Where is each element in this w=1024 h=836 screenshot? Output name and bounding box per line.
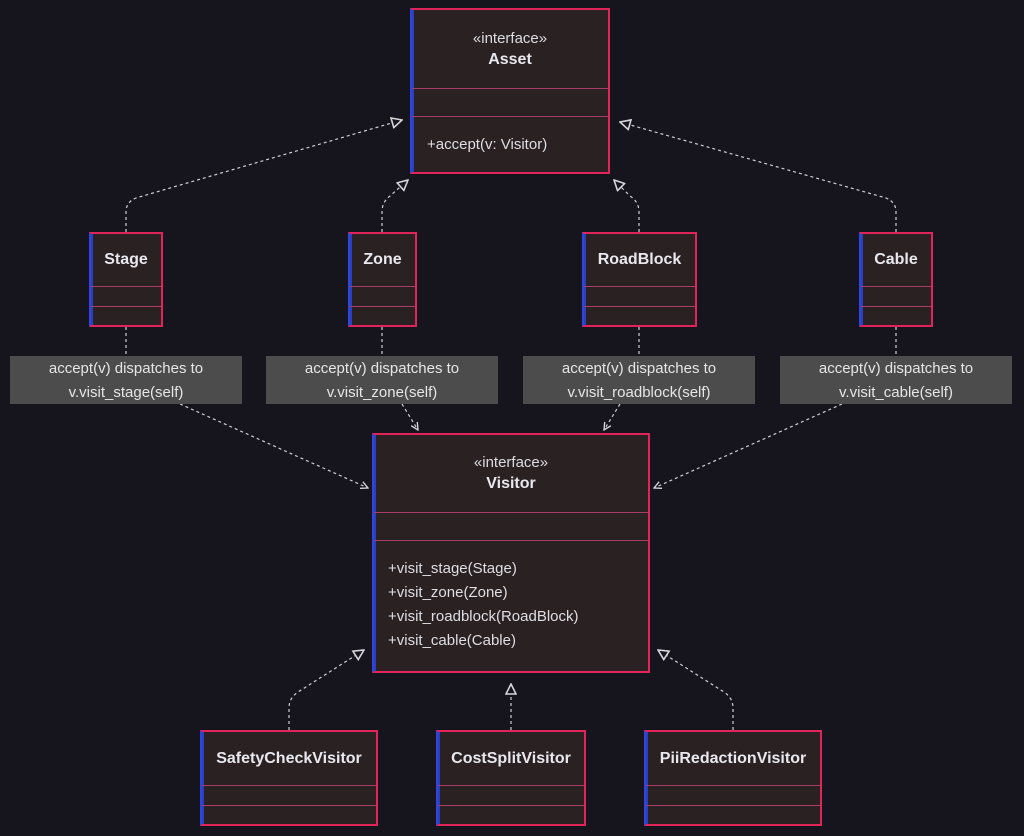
visitor-method: +visit_zone(Zone) [388,584,508,601]
asset-method: +accept(v: Visitor) [427,136,548,153]
cable-methods-section [861,306,931,325]
note-cable-line1: accept(v) dispatches to [818,360,974,377]
visitor-method: +visit_stage(Stage) [388,560,517,577]
stage-methods-section [91,306,161,325]
edge-roadblock-note-visitor [604,403,621,430]
cost-title: CostSplitVisitor [451,749,571,767]
zone-name-section: Zone [350,234,415,286]
note-cable-line2: v.visit_cable(self) [839,384,953,401]
edge-stage-note-visitor [179,403,368,488]
zone-methods-section [350,306,415,325]
cable-title: Cable [874,251,918,268]
asset-name-section: «interface» Asset [412,10,608,88]
class-pii-redaction-visitor[interactable]: PiiRedactionVisitor [644,730,822,826]
safety-attributes-section [202,785,376,805]
visitor-methods-section: +visit_stage(Stage) +visit_zone(Zone) +v… [374,540,648,653]
edge-safety-realizes-visitor [288,650,364,730]
note-zone[interactable]: accept(v) dispatches to v.visit_zone(sel… [266,356,498,404]
note-stage-line2: v.visit_stage(self) [68,384,184,401]
note-roadblock[interactable]: accept(v) dispatches to v.visit_roadbloc… [523,356,755,404]
pii-methods-section [646,805,820,824]
visitor-method: +visit_roadblock(RoadBlock) [388,608,579,625]
safety-name-section: SafetyCheckVisitor [202,732,376,785]
class-cable[interactable]: Cable [859,232,933,327]
edge-zone-realizes-asset [381,180,408,232]
roadblock-attributes-section [584,286,695,306]
class-zone[interactable]: Zone [348,232,417,327]
note-roadblock-line1: accept(v) dispatches to [561,360,717,377]
pii-name-section: PiiRedactionVisitor [646,732,820,785]
zone-attributes-section [350,286,415,306]
visitor-stereotype: «interface» [473,454,549,471]
roadblock-methods-section [584,306,695,325]
class-safety-check-visitor[interactable]: SafetyCheckVisitor [200,730,378,826]
safety-title: SafetyCheckVisitor [216,749,362,767]
asset-stereotype: «interface» [472,29,548,47]
note-zone-line2: v.visit_zone(self) [326,384,438,401]
cost-methods-section [438,805,584,824]
asset-title: Asset [488,50,532,68]
safety-methods-section [202,805,376,824]
edge-pii-realizes-visitor [658,650,734,730]
roadblock-title: RoadBlock [597,251,682,268]
stage-title: Stage [104,251,148,268]
class-cost-split-visitor[interactable]: CostSplitVisitor [436,730,586,826]
stage-name-section: Stage [91,234,161,286]
asset-interface[interactable]: «interface» Asset +accept(v: Visitor) [410,8,610,174]
note-cable[interactable]: accept(v) dispatches to v.visit_cable(se… [780,356,1012,404]
stage-attributes-section [91,286,161,306]
note-roadblock-line2: v.visit_roadblock(self) [567,384,711,401]
pii-attributes-section [646,785,820,805]
visitor-name-section: «interface» Visitor [374,435,648,512]
cable-name-section: Cable [861,234,931,286]
note-stage[interactable]: accept(v) dispatches to v.visit_stage(se… [10,356,242,404]
zone-title: Zone [363,251,402,268]
edge-cable-note-visitor [654,403,843,488]
pii-title: PiiRedactionVisitor [659,749,807,767]
asset-attributes-section [412,88,608,116]
visitor-title: Visitor [486,475,536,492]
visitor-attributes-section [374,512,648,540]
visitor-method: +visit_cable(Cable) [388,632,516,649]
class-roadblock[interactable]: RoadBlock [582,232,697,327]
visitor-interface[interactable]: «interface» Visitor +visit_stage(Stage) … [372,433,650,673]
note-zone-line1: accept(v) dispatches to [304,360,460,377]
cable-attributes-section [861,286,931,306]
edge-cable-realizes-asset [620,122,897,232]
edge-roadblock-realizes-asset [614,180,640,232]
roadblock-name-section: RoadBlock [584,234,695,286]
note-stage-line1: accept(v) dispatches to [48,360,204,377]
edge-stage-realizes-asset [125,120,402,232]
class-stage[interactable]: Stage [89,232,163,327]
cost-name-section: CostSplitVisitor [438,732,584,785]
edge-zone-note-visitor [401,403,418,430]
cost-attributes-section [438,785,584,805]
asset-methods-section: +accept(v: Visitor) [412,116,608,157]
